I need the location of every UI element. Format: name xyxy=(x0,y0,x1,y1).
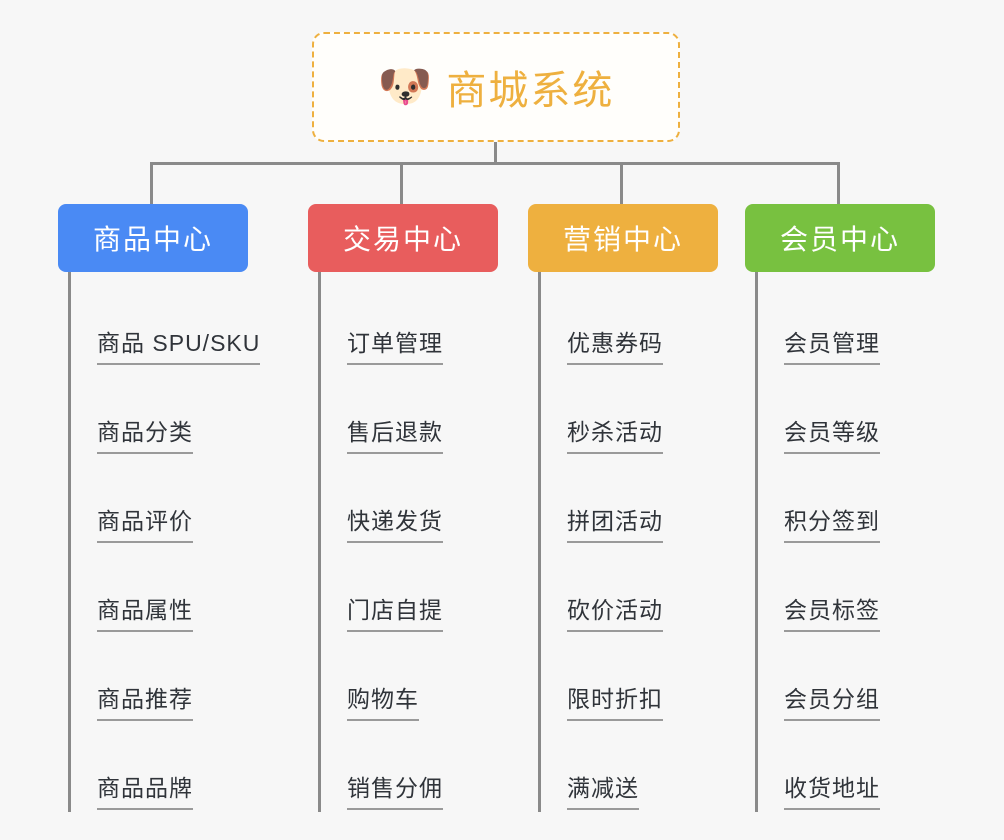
list-item-label: 商品推荐 xyxy=(97,680,193,721)
list-item-label: 满减送 xyxy=(567,769,639,810)
list-item[interactable]: 会员分组 xyxy=(758,634,935,723)
list-item-label: 收货地址 xyxy=(784,769,880,810)
list-item[interactable]: 限时折扣 xyxy=(541,634,718,723)
list-item-label: 售后退款 xyxy=(347,413,443,454)
list-item-label: 秒杀活动 xyxy=(567,413,663,454)
list-item[interactable]: 商品推荐 xyxy=(71,634,248,723)
list-item-label: 积分签到 xyxy=(784,502,880,543)
list-item[interactable]: 会员管理 xyxy=(758,278,935,367)
list-item-label: 限时折扣 xyxy=(567,680,663,721)
list-item-label: 快递发货 xyxy=(347,502,443,543)
list-item-label: 会员等级 xyxy=(784,413,880,454)
list-item[interactable]: 拼团活动 xyxy=(541,456,718,545)
list-item-label: 会员标签 xyxy=(784,591,880,632)
list-item[interactable]: 会员标签 xyxy=(758,545,935,634)
list-item-label: 拼团活动 xyxy=(567,502,663,543)
branch-header-1[interactable]: 商品中心 xyxy=(58,204,248,272)
list-item[interactable]: 收货地址 xyxy=(758,723,935,812)
branch-header-label-4: 会员中心 xyxy=(779,224,900,255)
connector-horizontal-bus xyxy=(150,162,840,165)
branch-header-4[interactable]: 会员中心 xyxy=(745,204,935,272)
list-item[interactable]: 商品 SPU/SKU xyxy=(71,278,261,367)
connector-drop-2 xyxy=(400,162,403,204)
list-item-label: 会员分组 xyxy=(784,680,880,721)
list-item-label: 商品分类 xyxy=(97,413,193,454)
list-item-label: 销售分佣 xyxy=(347,769,443,810)
branch-column-3: 营销中心 优惠券码 秒杀活动 拼团活动 砍价活动 限时折扣 满减送 xyxy=(528,204,718,812)
list-item-label: 优惠券码 xyxy=(567,324,663,365)
connector-drop-1 xyxy=(150,162,153,204)
list-item[interactable]: 商品评价 xyxy=(71,456,248,545)
list-item-label: 会员管理 xyxy=(784,324,880,365)
list-item-label: 商品品牌 xyxy=(97,769,193,810)
shiba-dog-face-icon: 🐶 xyxy=(377,62,433,111)
branch-items-1: 商品 SPU/SKU 商品分类 商品评价 商品属性 商品推荐 商品品牌 xyxy=(68,272,261,812)
list-item[interactable]: 商品分类 xyxy=(71,367,248,456)
connector-drop-4 xyxy=(837,162,840,204)
list-item-label: 购物车 xyxy=(347,680,419,721)
branch-header-label-2: 交易中心 xyxy=(342,224,463,255)
list-item-label: 门店自提 xyxy=(347,591,443,632)
list-item-label: 商品评价 xyxy=(97,502,193,543)
branch-header-label-1: 商品中心 xyxy=(92,224,213,255)
branch-column-2: 交易中心 订单管理 售后退款 快递发货 门店自提 购物车 销售分佣 xyxy=(308,204,498,812)
list-item-label: 商品 SPU/SKU xyxy=(97,324,261,365)
connector-root-stem xyxy=(494,142,497,164)
list-item[interactable]: 砍价活动 xyxy=(541,545,718,634)
list-item[interactable]: 门店自提 xyxy=(321,545,498,634)
list-item[interactable]: 商品属性 xyxy=(71,545,248,634)
branch-items-3: 优惠券码 秒杀活动 拼团活动 砍价活动 限时折扣 满减送 xyxy=(538,272,718,812)
root-node[interactable]: 🐶 商城系统 xyxy=(312,32,680,142)
branch-header-2[interactable]: 交易中心 xyxy=(308,204,498,272)
list-item[interactable]: 积分签到 xyxy=(758,456,935,545)
list-item[interactable]: 商品品牌 xyxy=(71,723,248,812)
list-item-label: 订单管理 xyxy=(347,324,443,365)
connector-drop-3 xyxy=(620,162,623,204)
branch-header-label-3: 营销中心 xyxy=(562,224,683,255)
list-item[interactable]: 购物车 xyxy=(321,634,498,723)
list-item[interactable]: 满减送 xyxy=(541,723,718,812)
branch-column-4: 会员中心 会员管理 会员等级 积分签到 会员标签 会员分组 收货地址 xyxy=(745,204,935,812)
list-item-label: 商品属性 xyxy=(97,591,193,632)
list-item[interactable]: 订单管理 xyxy=(321,278,498,367)
branch-items-4: 会员管理 会员等级 积分签到 会员标签 会员分组 收货地址 xyxy=(755,272,935,812)
list-item[interactable]: 快递发货 xyxy=(321,456,498,545)
branch-column-1: 商品中心 商品 SPU/SKU 商品分类 商品评价 商品属性 商品推荐 商品品牌 xyxy=(58,204,261,812)
list-item[interactable]: 售后退款 xyxy=(321,367,498,456)
list-item-label: 砍价活动 xyxy=(567,591,663,632)
root-title: 商城系统 xyxy=(446,69,615,113)
branch-header-3[interactable]: 营销中心 xyxy=(528,204,718,272)
list-item[interactable]: 秒杀活动 xyxy=(541,367,718,456)
branch-items-2: 订单管理 售后退款 快递发货 门店自提 购物车 销售分佣 xyxy=(318,272,498,812)
list-item[interactable]: 销售分佣 xyxy=(321,723,498,812)
list-item[interactable]: 会员等级 xyxy=(758,367,935,456)
list-item[interactable]: 优惠券码 xyxy=(541,278,718,367)
